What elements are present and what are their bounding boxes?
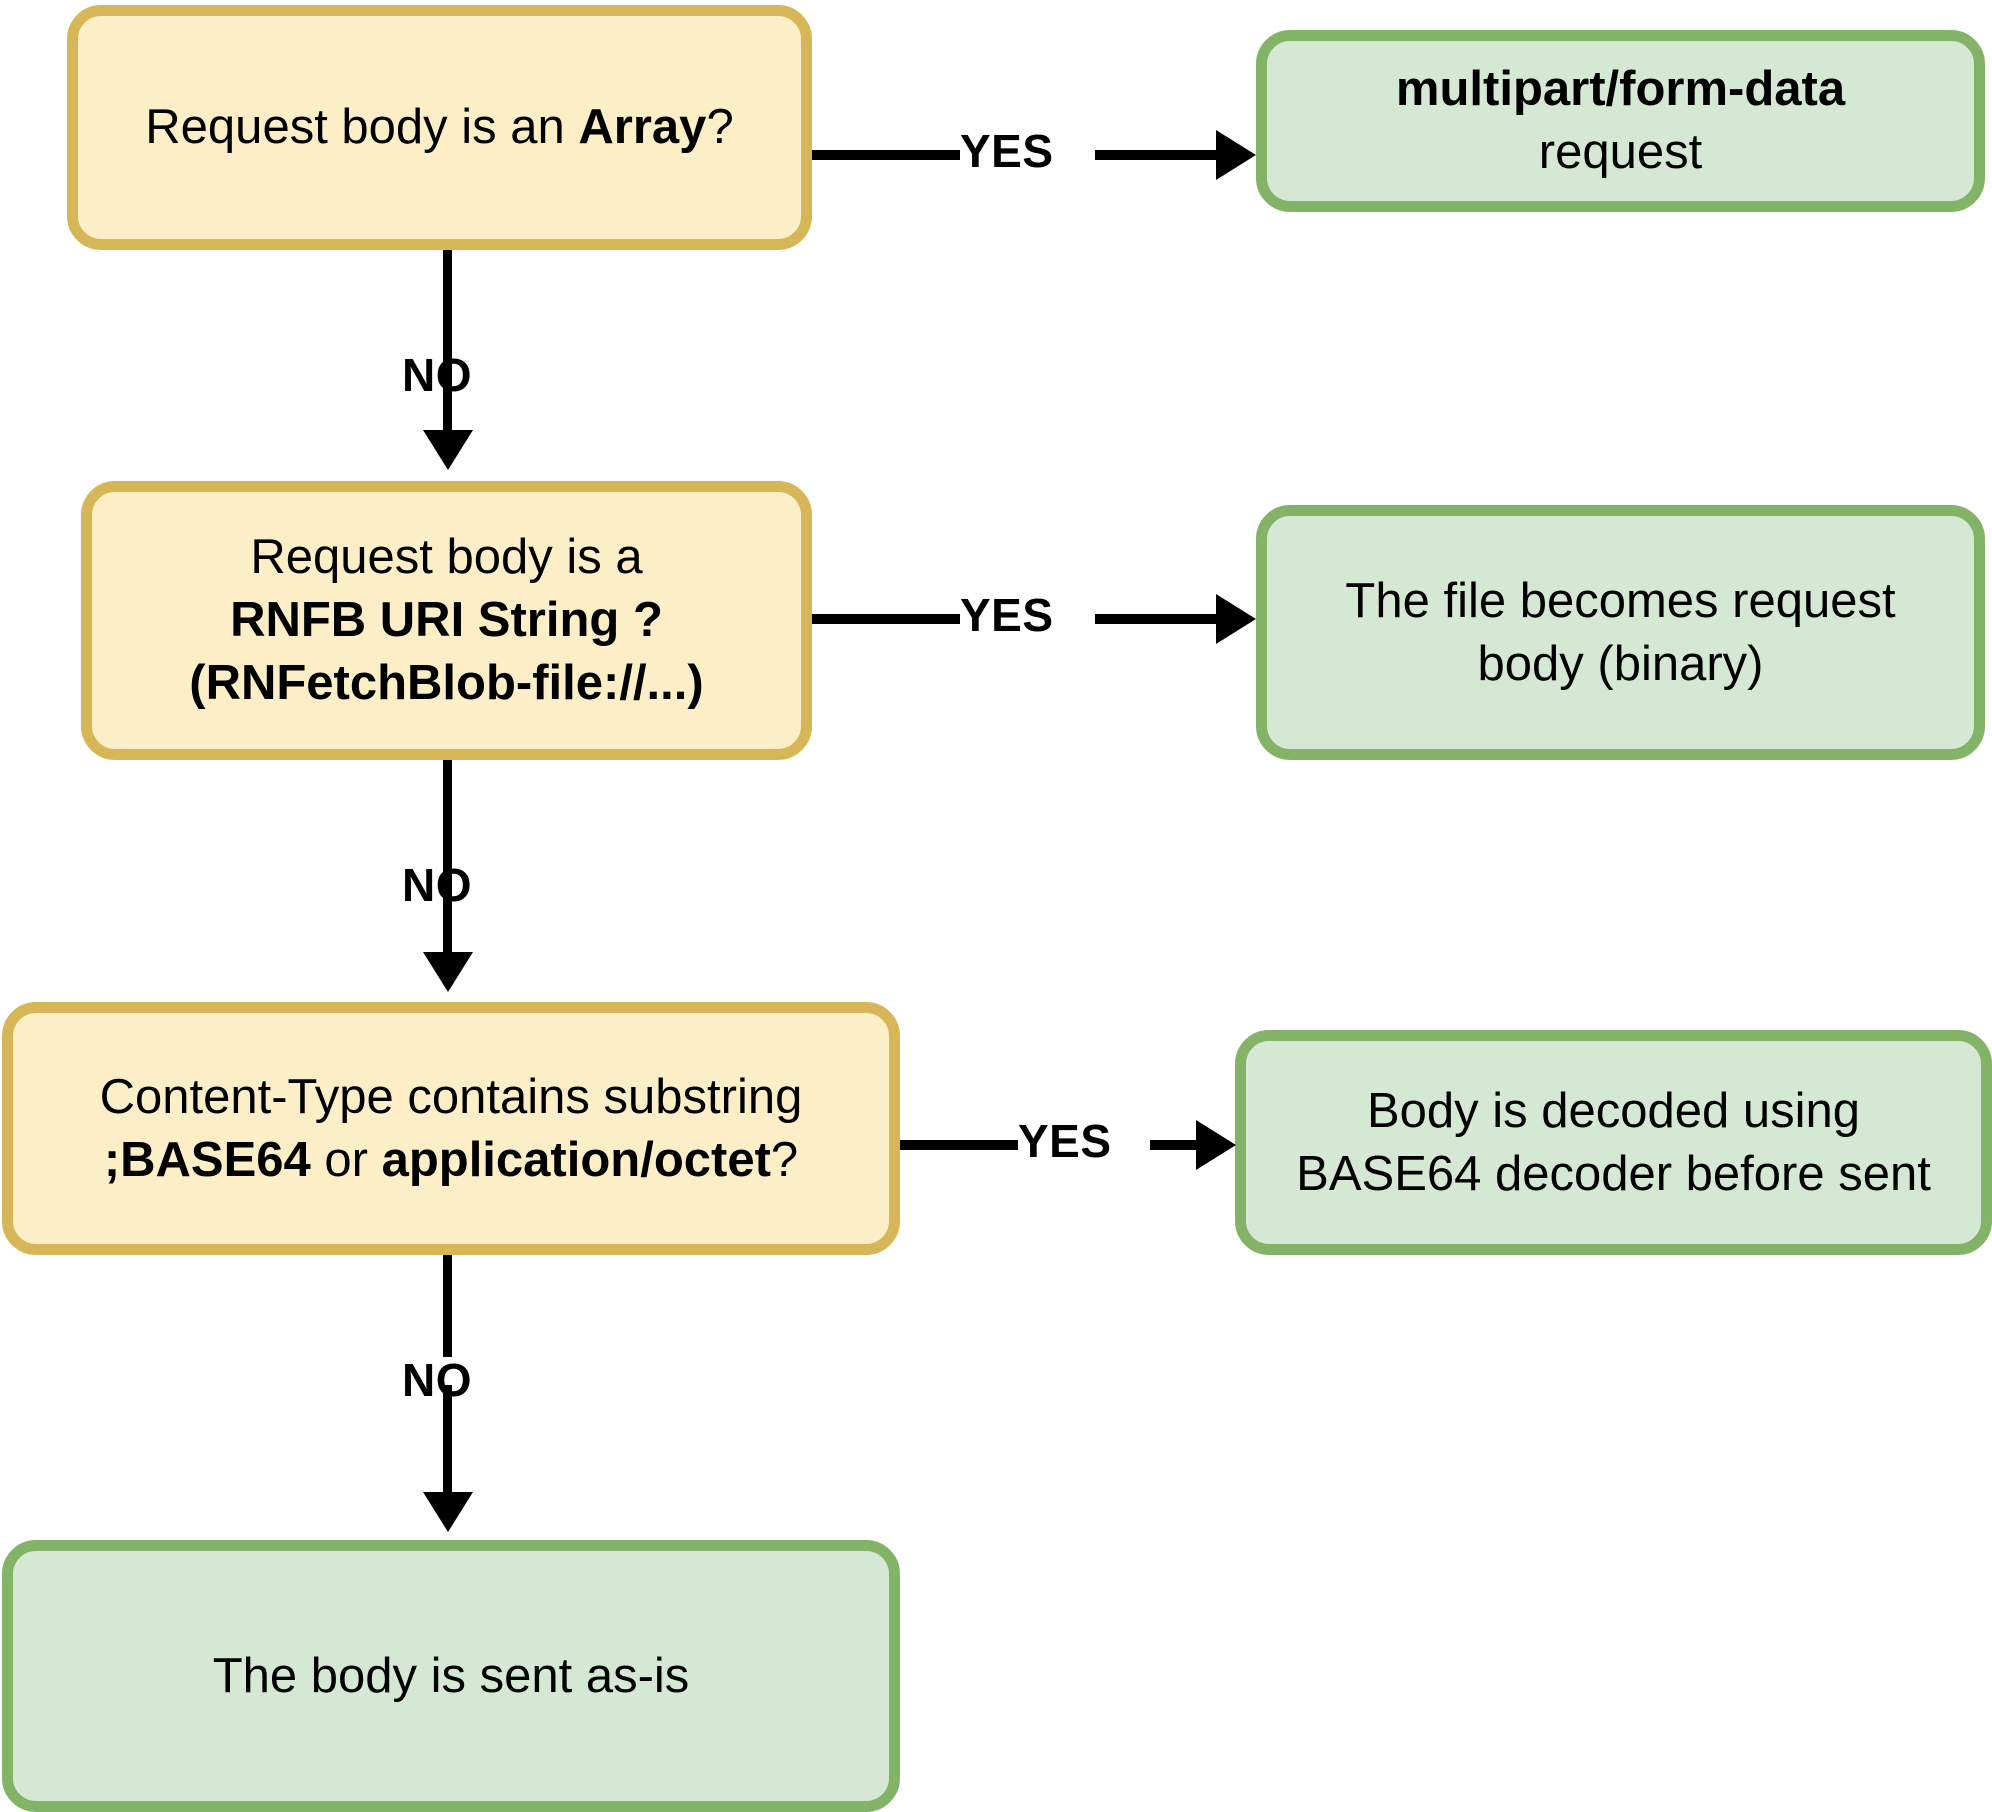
node-file-body-result-text: The file becomes request body (binary) [1267,570,1974,695]
node-file-body-result[interactable]: The file becomes request body (binary) [1256,505,1985,760]
base64-result-line2: BASE64 decoder before sent [1296,1146,1931,1201]
node-content-type-check[interactable]: Content-Type contains substring ;BASE64 … [2,1002,900,1255]
edge-yes-3-line-right [1150,1140,1202,1150]
edge-label-yes-2: YES [960,589,1054,641]
edge-yes-1-line-right [1095,150,1220,160]
content-type-check-mid: or [310,1132,382,1187]
edge-no-2-line-bottom [443,845,452,955]
edge-label-no-3: NO [402,1354,472,1406]
array-check-line1-plain: Request body is an [145,100,579,155]
content-type-check-tail: ? [770,1132,799,1187]
edge-label-no-2: NO [402,859,472,911]
edge-no-1-arrowhead [423,430,473,470]
content-type-check-line1: Content-Type contains substring [99,1069,803,1124]
edge-yes-3-arrowhead [1196,1120,1236,1170]
multipart-result-line2: request [1538,125,1703,179]
edge-no-3-arrowhead [423,1492,473,1532]
node-as-is-result-text: The body is sent as-is [13,1645,889,1708]
node-base64-result[interactable]: Body is decoded using BASE64 decoder bef… [1235,1030,1992,1255]
edge-yes-2-line-left [812,614,960,624]
node-base64-result-text: Body is decoded using BASE64 decoder bef… [1246,1080,1981,1205]
edge-label-yes-3: YES [1018,1115,1112,1167]
node-as-is-result[interactable]: The body is sent as-is [2,1540,900,1812]
file-body-result-line2: body (binary) [1477,636,1764,691]
node-multipart-result-text: multipart/form-data request [1267,58,1974,183]
content-type-check-bold-a: ;BASE64 [103,1132,311,1187]
node-multipart-result[interactable]: multipart/form-data request [1256,30,1985,212]
file-body-result-line1: The file becomes request [1345,573,1896,628]
rnfb-check-line3: (RNFetchBlob-file://...) [189,655,704,710]
node-array-check-text: Request body is an Array? [78,96,801,159]
edge-yes-2-line-right [1095,614,1220,624]
edge-no-1-line-bottom [443,322,452,432]
edge-label-no-1: NO [402,349,472,401]
node-array-check[interactable]: Request body is an Array? [67,5,812,250]
array-check-line1-tail: ? [706,100,734,155]
edge-yes-1-arrowhead [1216,130,1256,180]
edge-no-2-line-top [443,760,452,870]
base64-result-line1: Body is decoded using [1366,1083,1861,1138]
edge-no-2-arrowhead [423,952,473,992]
node-rnfb-check[interactable]: Request body is a RNFB URI String ? (RNF… [81,481,812,760]
rnfb-check-line2: RNFB URI String ? [230,593,663,648]
edge-no-3-line-bottom [443,1385,452,1495]
multipart-result-line1: multipart/form-data [1395,62,1846,117]
edge-yes-2-arrowhead [1216,594,1256,644]
node-content-type-check-text: Content-Type contains substring ;BASE64 … [13,1066,889,1191]
edge-yes-1-line-left [812,150,960,160]
rnfb-check-line1: Request body is a [250,530,643,585]
edge-no-1-line-top [443,250,452,360]
content-type-check-bold-b: application/octet [381,1132,771,1187]
array-check-line1-bold: Array [578,100,707,155]
edge-no-3-line-top [443,1255,452,1365]
node-rnfb-check-text: Request body is a RNFB URI String ? (RNF… [92,526,801,714]
as-is-result-line1: The body is sent as-is [212,1648,690,1703]
edge-yes-3-line-left [900,1140,1018,1150]
edge-label-yes-1: YES [960,125,1054,177]
